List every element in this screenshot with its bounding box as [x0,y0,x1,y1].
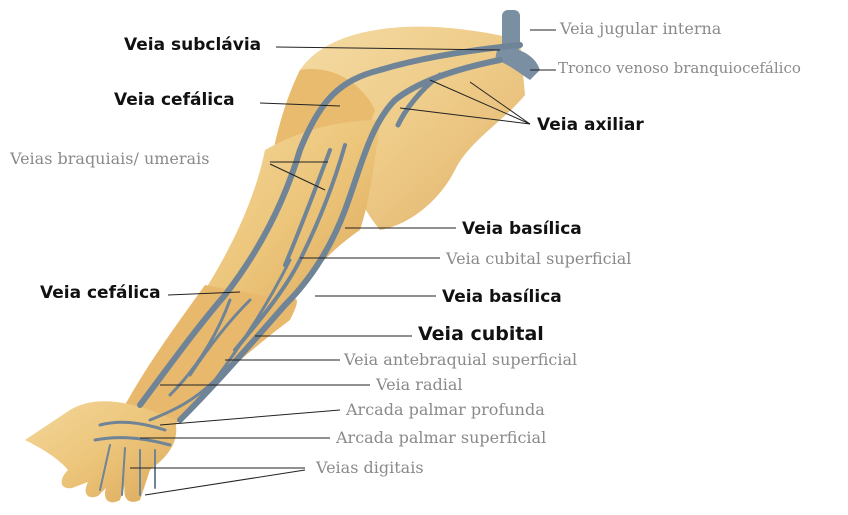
label-tronco-venoso: Tronco venoso branquiocefálico [558,61,801,76]
label-veia-axiliar: Veia axiliar [537,117,644,134]
label-veia-cubital: Veia cubital [418,325,544,344]
upper-arm-shape [205,120,380,310]
label-veia-cefalica-mid: Veia cefálica [40,285,161,302]
label-veia-cefalica-top: Veia cefálica [114,92,235,109]
label-veia-subclavia: Veia subclávia [124,37,261,54]
label-veia-basilica-top: Veia basílica [462,221,582,238]
label-veias-digitais: Veias digitais [316,460,424,476]
label-veia-radial: Veia radial [376,377,463,393]
label-veia-basilica-mid: Veia basílica [442,289,562,306]
label-veia-cubital-superficial: Veia cubital superficial [446,251,631,267]
label-veia-antebraquial: Veia antebraquial superficial [344,352,577,368]
label-arcada-superficial: Arcada palmar superficial [336,430,546,446]
label-arcada-profunda: Arcada palmar profunda [346,402,545,418]
label-veia-jugular-interna: Veia jugular interna [560,21,721,37]
label-veias-braquiais: Veias braquiais/ umerais [10,151,209,167]
